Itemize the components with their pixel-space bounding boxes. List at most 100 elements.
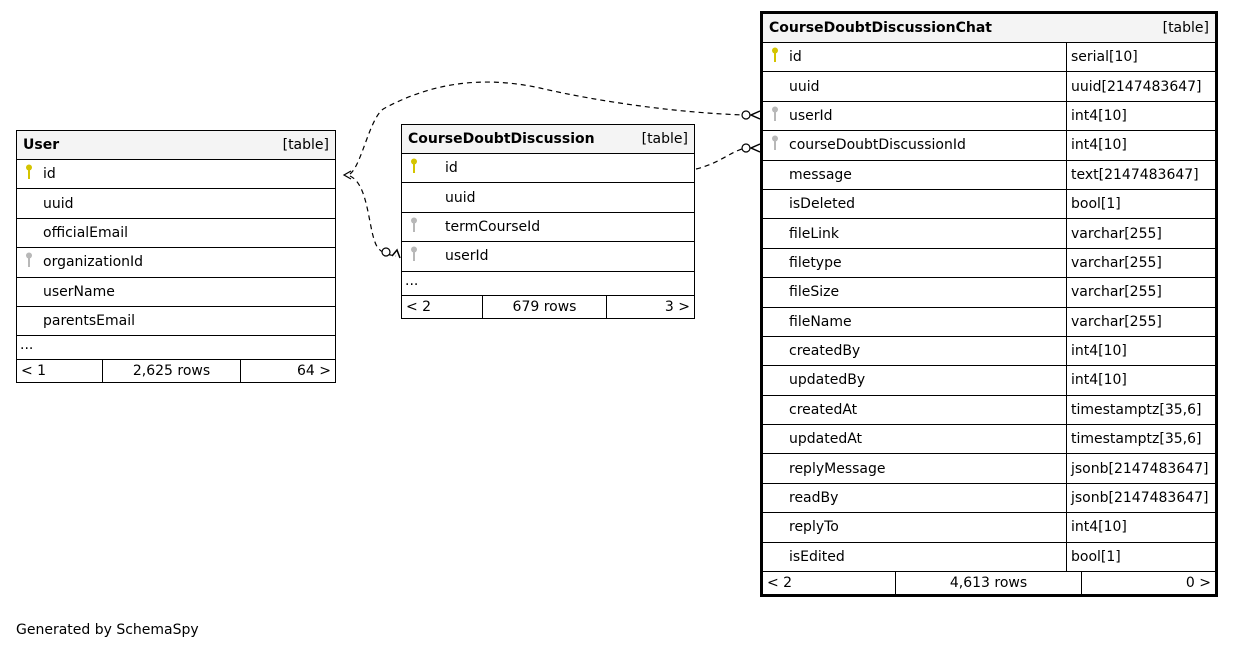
column-row[interactable]: termCourseId [402,213,694,243]
column-row[interactable]: createdAt timestamptz[35,6] [763,395,1215,426]
column-name: filetype [789,254,842,271]
crow-foot-marker [749,110,761,120]
table-course-doubt-discussion[interactable]: CourseDoubtDiscussion [table] id uuid term… [401,124,695,319]
column-type: varchar[255] [1066,278,1215,307]
foreign-key-icon [410,246,418,266]
column-type: int4[10] [1066,513,1215,542]
more-columns: ... [17,336,335,361]
column-name: uuid [789,78,820,95]
column-type: varchar[255] [1066,219,1215,248]
column-row[interactable]: officialEmail [17,219,335,249]
column-name: userName [43,283,115,300]
footer-children[interactable]: 64 > [297,363,331,380]
table-footer: < 2 4,613 rows 0 > [763,572,1215,595]
column-row[interactable]: replyMessage jsonb[2147483647] [763,454,1215,484]
relation-user-to-discussion [349,175,397,257]
foreign-key-icon [410,217,418,237]
column-row[interactable]: userId [402,242,694,272]
table-name: CourseDoubtDiscussion [408,131,595,147]
column-name: replyMessage [789,460,886,477]
column-name: courseDoubtDiscussionId [789,137,966,154]
more-columns: ... [402,272,694,296]
footer-parents[interactable]: < 1 [17,360,103,383]
column-name: replyTo [789,519,839,536]
column-row[interactable]: userName [17,278,335,307]
zero-marker [741,143,751,153]
relation-discussion-to-chat [695,147,746,170]
column-name: organizationId [43,254,144,271]
column-row[interactable]: readBy jsonb[2147483647] [763,483,1215,514]
column-type: timestamptz[35,6] [1066,425,1215,454]
column-type: varchar[255] [1066,248,1215,278]
table-user[interactable]: User [table] id uuid officialEmail organiza… [16,130,336,384]
footer-children[interactable]: 3 > [664,298,690,315]
column-type: serial[10] [1066,43,1215,72]
table-header: User [table] [17,131,335,160]
column-type: jsonb[2147483647] [1066,483,1215,513]
foreign-key-icon [771,135,779,155]
column-name: uuid [43,195,74,212]
column-name: id [789,49,802,66]
crow-foot-marker [391,248,401,259]
table-header: CourseDoubtDiscussion [table] [402,125,694,154]
column-row[interactable]: id [17,160,335,190]
column-row[interactable]: fileSize varchar[255] [763,278,1215,308]
footer-row-count: 4,613 rows [896,572,1082,595]
column-row[interactable]: updatedAt timestamptz[35,6] [763,425,1215,455]
column-row[interactable]: parentsEmail [17,307,335,337]
column-type: jsonb[2147483647] [1066,454,1215,483]
zero-marker [741,110,751,120]
column-row[interactable]: uuid [17,189,335,219]
column-name: isEdited [789,548,845,565]
column-row[interactable]: uuid [402,183,694,213]
credit-text: Generated by SchemaSpy [16,622,199,638]
column-name: parentsEmail [43,313,136,330]
column-name: updatedAt [789,431,863,448]
column-row[interactable]: filetype varchar[255] [763,248,1215,279]
table-header: CourseDoubtDiscussionChat [table] [763,14,1215,43]
column-name: message [789,166,852,183]
column-type: timestamptz[35,6] [1066,395,1215,425]
footer-row-count: 2,625 rows [103,360,241,383]
column-row[interactable]: replyTo int4[10] [763,513,1215,543]
column-type: int4[10] [1066,101,1215,131]
column-row[interactable]: id [402,154,694,184]
primary-key-icon [410,158,418,178]
column-row[interactable]: id serial[10] [763,43,1215,73]
foreign-key-icon [771,106,779,126]
footer-parents[interactable]: < 2 [402,295,483,318]
column-name: termCourseId [445,218,541,235]
column-row[interactable]: courseDoubtDiscussionId int4[10] [763,131,1215,161]
column-name: id [445,160,458,177]
column-type: text[2147483647] [1066,160,1215,189]
table-kind: [table] [1162,20,1209,36]
footer-children[interactable]: 0 > [1185,575,1211,592]
column-row[interactable]: message text[2147483647] [763,160,1215,190]
column-name: createdAt [789,401,858,418]
column-name: officialEmail [43,224,128,241]
column-type: varchar[255] [1066,307,1215,336]
column-name: readBy [789,490,839,507]
column-name: createdBy [789,343,861,360]
column-name: isDeleted [789,196,856,213]
footer-parents[interactable]: < 2 [763,572,896,595]
table-course-doubt-discussion-chat[interactable]: CourseDoubtDiscussionChat [table] id seri… [760,11,1218,598]
column-name: fileSize [789,284,840,301]
table-kind: [table] [641,131,688,147]
footer-row-count: 679 rows [483,295,607,318]
column-row[interactable]: organizationId [17,248,335,278]
table-footer: < 1 2,625 rows 64 > [17,360,335,383]
table-name: CourseDoubtDiscussionChat [769,20,992,36]
column-name: id [43,166,56,183]
column-type: int4[10] [1066,131,1215,160]
foreign-key-icon [25,252,33,272]
one-marker [342,170,352,180]
